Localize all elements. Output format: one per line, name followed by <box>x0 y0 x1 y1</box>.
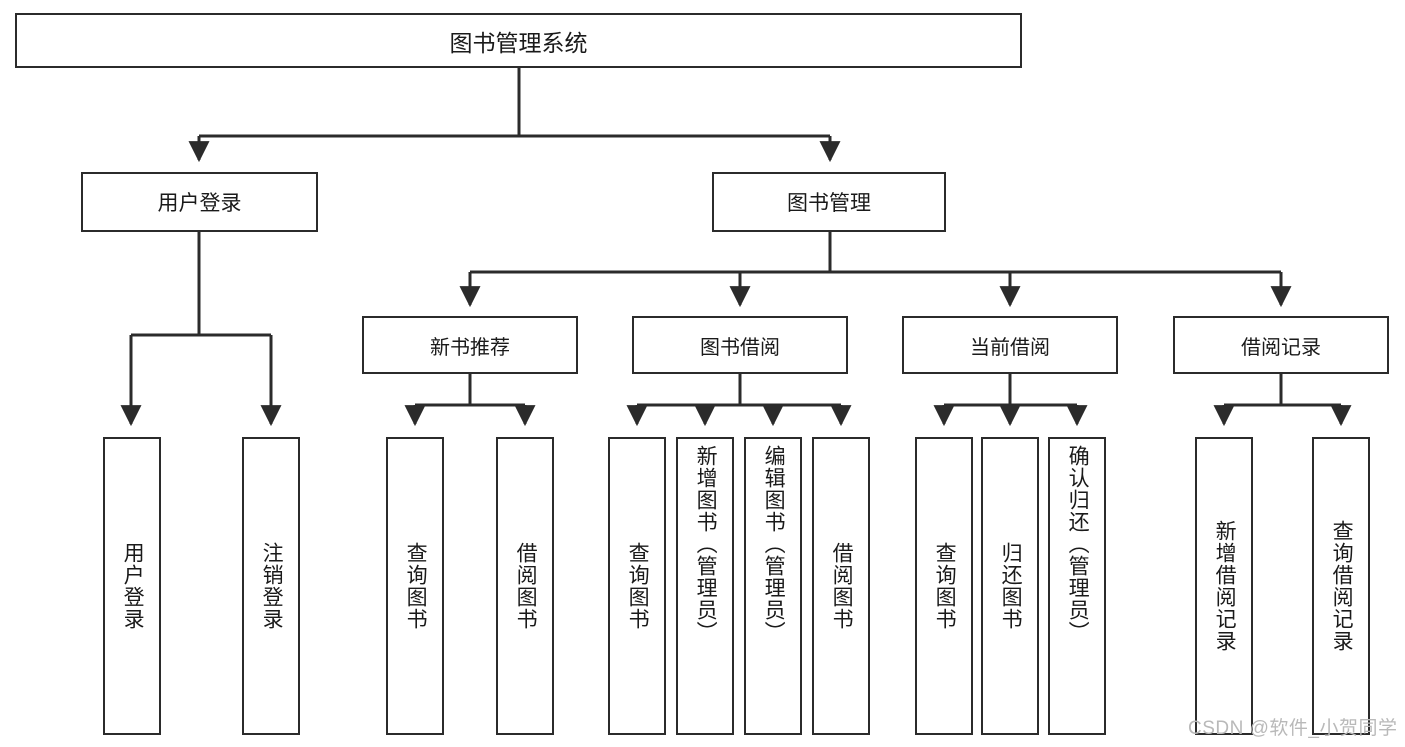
node-current-borrow[interactable]: 当前借阅 <box>902 316 1118 374</box>
node-label: 用户登录 <box>157 192 242 215</box>
node-book-management[interactable]: 图书管理 <box>712 172 946 232</box>
node-label: 归还图书 <box>999 542 1023 630</box>
node-label: 当前借阅 <box>970 336 1050 359</box>
node-label: 图书管理系统 <box>449 29 588 56</box>
leaf-borrow-book-recommend[interactable]: 借阅图书 <box>496 437 554 735</box>
node-user-login[interactable]: 用户登录 <box>81 172 318 232</box>
leaf-query-borrow-record[interactable]: 查询借阅记录 <box>1312 437 1370 735</box>
node-label: 用户登录 <box>121 542 145 630</box>
node-label: 查询借阅记录 <box>1330 520 1354 652</box>
node-label: 注销登录 <box>260 542 284 630</box>
node-label: 新书推荐 <box>430 336 510 359</box>
node-label: 借阅记录 <box>1241 336 1321 359</box>
node-label: 图书管理 <box>787 192 871 215</box>
node-book-management-system[interactable]: 图书管理系统 <box>15 13 1022 68</box>
leaf-query-book-current[interactable]: 查询图书 <box>915 437 973 735</box>
csdn-watermark: CSDN @软件_小贺同学 <box>1188 718 1398 739</box>
node-book-borrow[interactable]: 图书借阅 <box>632 316 848 374</box>
leaf-borrow-book[interactable]: 借阅图书 <box>812 437 870 735</box>
node-label: 借阅图书 <box>830 542 854 630</box>
leaf-return-book[interactable]: 归还图书 <box>981 437 1039 735</box>
leaf-edit-book-admin[interactable]: 编辑图书（管理员） <box>744 437 802 735</box>
leaf-confirm-return-admin[interactable]: 确认归还（管理员） <box>1048 437 1106 735</box>
leaf-logout-login[interactable]: 注销登录 <box>242 437 300 735</box>
node-label: 图书借阅 <box>700 336 780 359</box>
node-label: 新增图书（管理员） <box>694 445 718 643</box>
node-label: 借阅图书 <box>514 542 538 630</box>
node-label: 确认归还（管理员） <box>1066 445 1090 643</box>
leaf-add-borrow-record[interactable]: 新增借阅记录 <box>1195 437 1253 735</box>
node-label: 查询图书 <box>404 542 428 630</box>
leaf-query-book-recommend[interactable]: 查询图书 <box>386 437 444 735</box>
leaf-query-book-borrow[interactable]: 查询图书 <box>608 437 666 735</box>
node-new-book-recommend[interactable]: 新书推荐 <box>362 316 578 374</box>
node-borrow-record[interactable]: 借阅记录 <box>1173 316 1389 374</box>
node-label: 查询图书 <box>626 542 650 630</box>
node-label: 新增借阅记录 <box>1213 520 1237 652</box>
node-label: 编辑图书（管理员） <box>762 445 786 643</box>
leaf-add-book-admin[interactable]: 新增图书（管理员） <box>676 437 734 735</box>
node-label: 查询图书 <box>933 542 957 630</box>
leaf-user-login[interactable]: 用户登录 <box>103 437 161 735</box>
